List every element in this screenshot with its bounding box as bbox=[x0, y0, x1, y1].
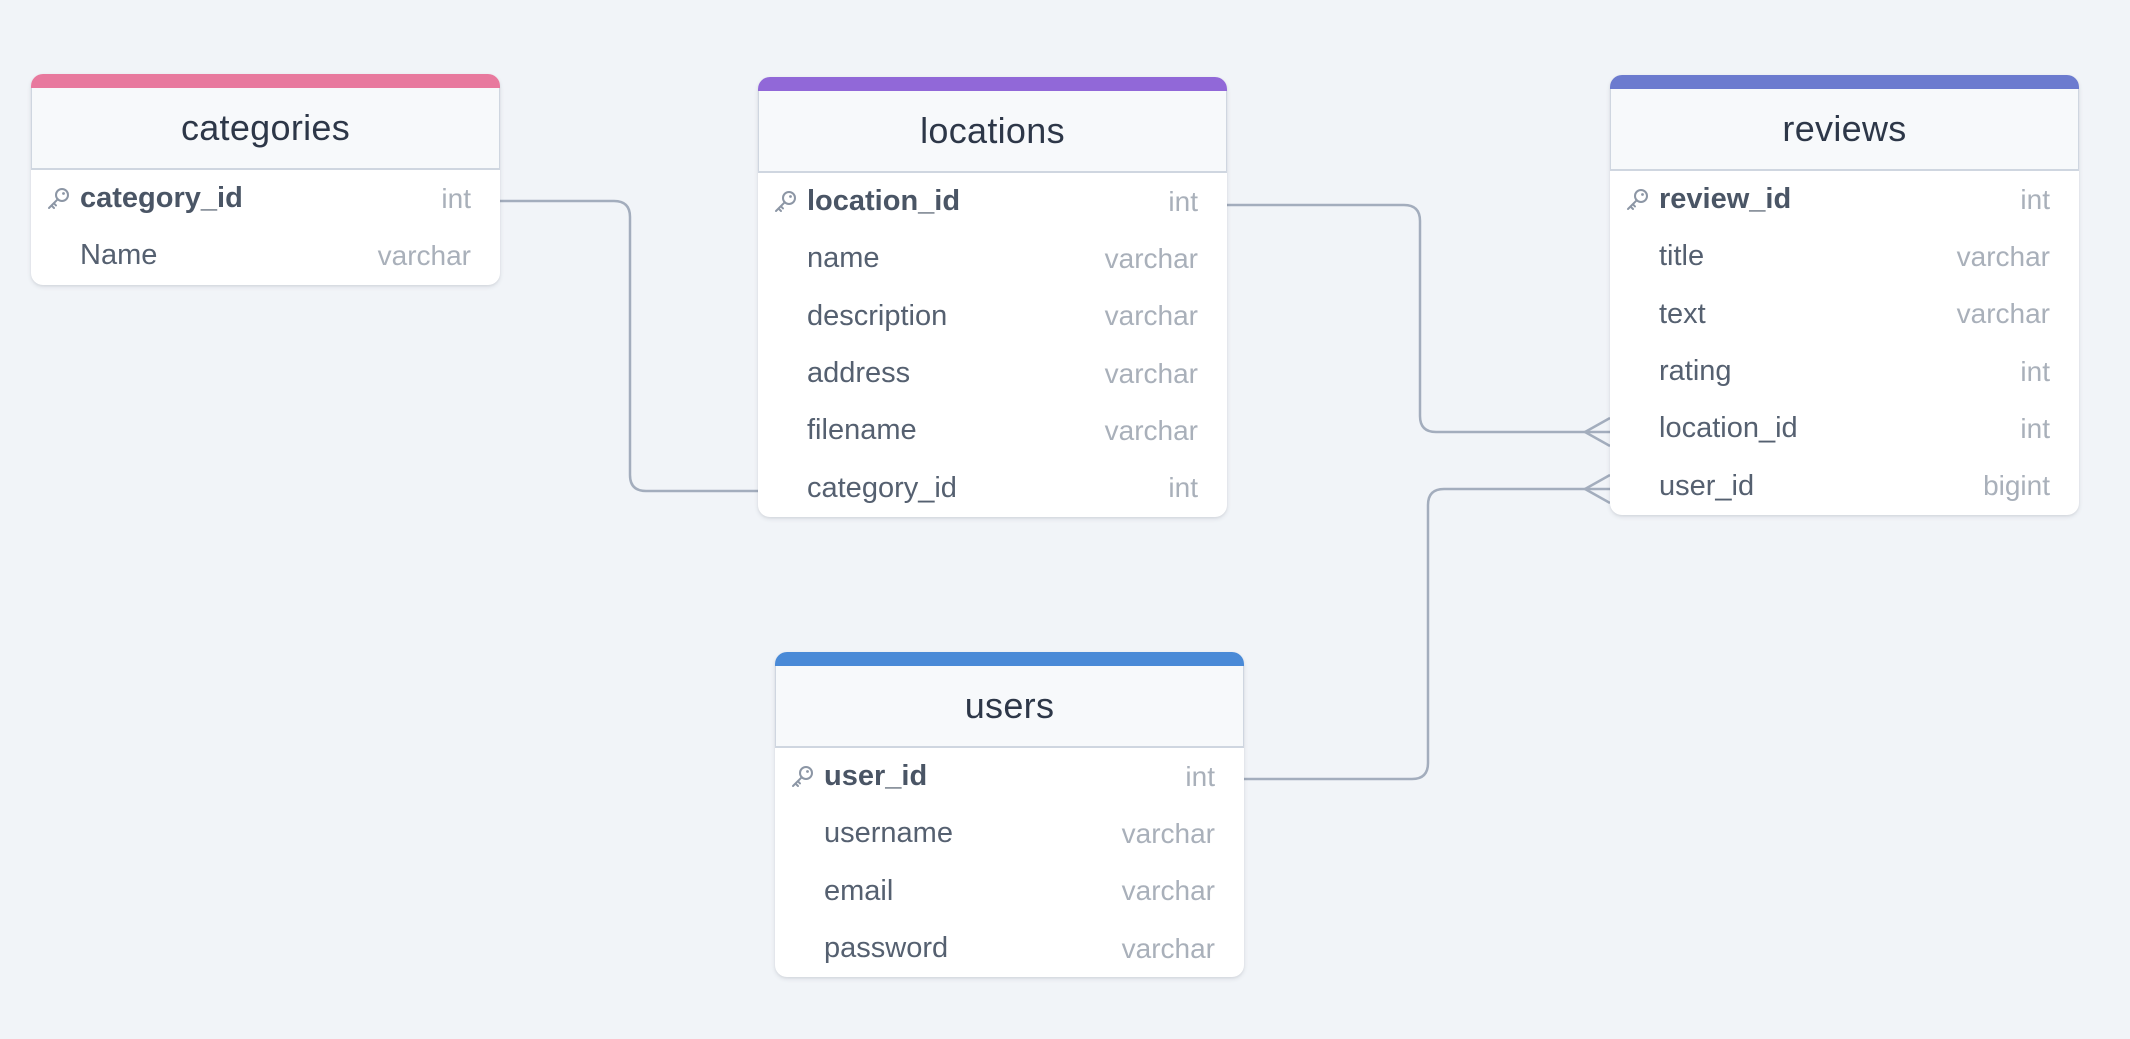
table-users[interactable]: users user_id int username varchar email varc… bbox=[775, 652, 1244, 978]
field-type: varchar bbox=[1956, 240, 2050, 272]
field-row-user-id[interactable]: user_id int bbox=[775, 748, 1244, 805]
field-name: rating bbox=[1659, 355, 1732, 388]
field-type: varchar bbox=[1104, 414, 1198, 446]
field-row-text[interactable]: text varchar bbox=[1610, 286, 2079, 343]
field-type: varchar bbox=[1104, 242, 1198, 274]
field-row-title[interactable]: title varchar bbox=[1610, 228, 2079, 285]
table-accent-bar bbox=[758, 77, 1227, 91]
field-type: bigint bbox=[1983, 470, 2050, 502]
table-accent-bar bbox=[775, 652, 1244, 666]
connector-users-reviews[interactable] bbox=[1244, 487, 1610, 781]
field-row-category-id[interactable]: category_id int bbox=[31, 170, 500, 227]
field-row-location-id[interactable]: location_id int bbox=[1610, 400, 2079, 457]
field-name: password bbox=[824, 932, 949, 965]
table-title: categories bbox=[180, 107, 351, 148]
field-name: review_id bbox=[1659, 183, 1792, 216]
table-header[interactable]: reviews bbox=[1610, 89, 2079, 171]
field-type: varchar bbox=[1121, 875, 1215, 907]
field-name: user_id bbox=[1659, 469, 1755, 502]
field-type: varchar bbox=[1956, 298, 2050, 330]
field-name: description bbox=[807, 299, 948, 332]
field-row-description[interactable]: description varchar bbox=[758, 288, 1227, 345]
field-type: int bbox=[2020, 412, 2050, 444]
key-icon bbox=[772, 189, 798, 215]
table-header[interactable]: locations bbox=[758, 91, 1227, 173]
field-row-address[interactable]: address varchar bbox=[758, 345, 1227, 402]
table-accent-bar bbox=[31, 74, 500, 88]
field-row-username[interactable]: username varchar bbox=[775, 805, 1244, 862]
field-row-filename[interactable]: filename varchar bbox=[758, 402, 1227, 459]
field-row-review-id[interactable]: review_id int bbox=[1610, 171, 2079, 228]
crowfoot-users-reviews bbox=[1582, 473, 1611, 505]
field-type: varchar bbox=[377, 239, 471, 271]
field-type: int bbox=[1168, 472, 1198, 504]
table-accent-bar bbox=[1610, 75, 2079, 89]
field-row-name[interactable]: Name varchar bbox=[31, 227, 500, 284]
field-type: varchar bbox=[1104, 357, 1198, 389]
field-name: name bbox=[807, 242, 880, 275]
field-name: category_id bbox=[80, 182, 243, 215]
field-type: int bbox=[1185, 760, 1215, 792]
table-header[interactable]: users bbox=[775, 666, 1244, 748]
table-title: users bbox=[964, 685, 1055, 726]
field-row-password[interactable]: password varchar bbox=[775, 920, 1244, 977]
field-type: int bbox=[441, 182, 471, 214]
field-row-rating[interactable]: rating int bbox=[1610, 343, 2079, 400]
field-type: varchar bbox=[1121, 817, 1215, 849]
field-row-email[interactable]: email varchar bbox=[775, 863, 1244, 920]
key-icon bbox=[45, 186, 71, 212]
field-name: text bbox=[1659, 297, 1706, 330]
field-name: location_id bbox=[1659, 412, 1798, 445]
field-name: username bbox=[824, 817, 953, 850]
key-icon bbox=[789, 764, 815, 790]
field-name: address bbox=[807, 357, 911, 390]
field-row-name[interactable]: name varchar bbox=[758, 230, 1227, 287]
field-name: Name bbox=[80, 239, 158, 272]
field-name: category_id bbox=[807, 471, 957, 504]
field-type: int bbox=[2020, 355, 2050, 387]
table-title: locations bbox=[920, 110, 1065, 151]
field-row-location-id[interactable]: location_id int bbox=[758, 173, 1227, 230]
connector-categories-locations[interactable] bbox=[500, 199, 758, 493]
crowfoot-locations-reviews bbox=[1582, 416, 1611, 448]
field-type: int bbox=[2020, 183, 2050, 215]
field-name: title bbox=[1659, 240, 1705, 273]
field-name: user_id bbox=[824, 760, 928, 793]
table-header[interactable]: categories bbox=[31, 88, 500, 170]
field-name: filename bbox=[807, 414, 917, 447]
key-icon bbox=[1624, 187, 1650, 213]
field-type: varchar bbox=[1104, 300, 1198, 332]
field-row-user-id[interactable]: user_id bigint bbox=[1610, 457, 2079, 514]
field-type: int bbox=[1168, 185, 1198, 217]
field-type: varchar bbox=[1121, 932, 1215, 964]
field-name: location_id bbox=[807, 185, 961, 218]
table-title: reviews bbox=[1782, 108, 1907, 149]
connector-locations-reviews[interactable] bbox=[1227, 203, 1610, 434]
field-row-category-id[interactable]: category_id int bbox=[758, 459, 1227, 516]
field-name: email bbox=[824, 874, 894, 907]
